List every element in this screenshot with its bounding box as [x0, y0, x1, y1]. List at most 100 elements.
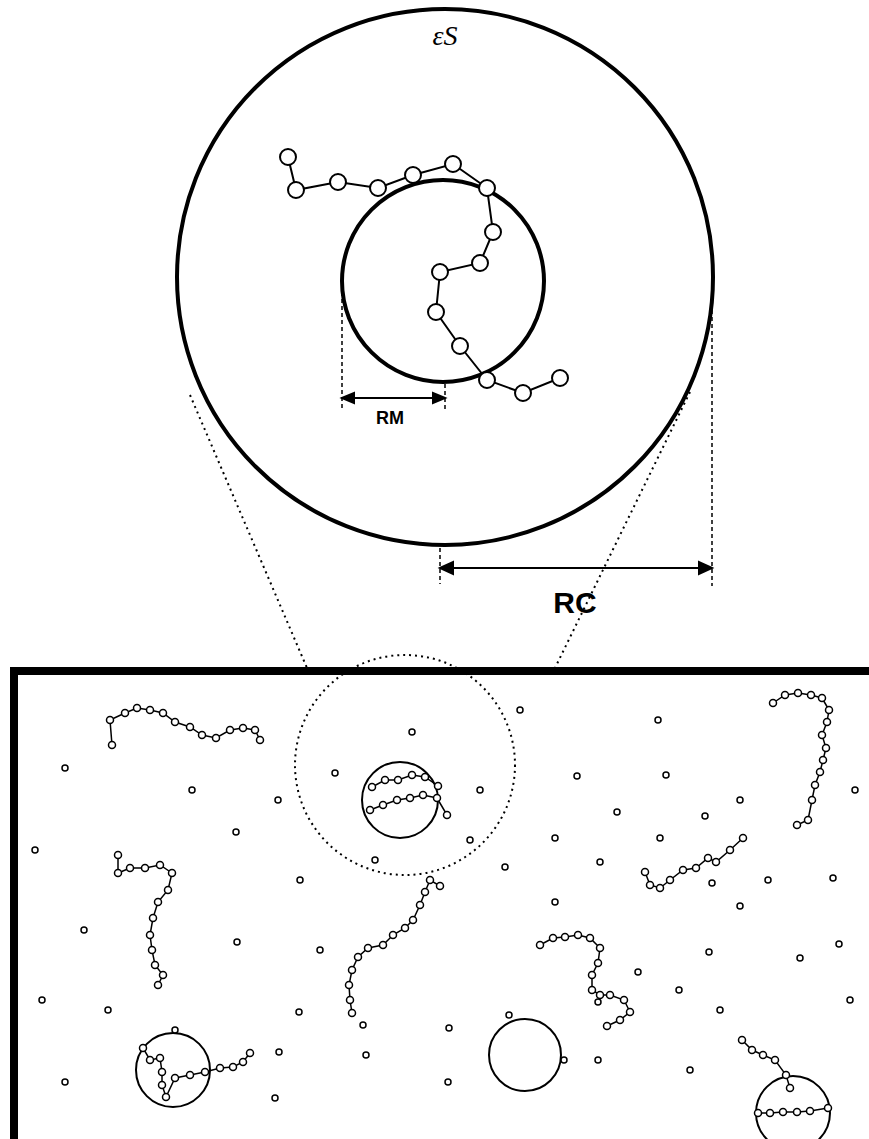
- chain-bond: [118, 855, 172, 985]
- solvent-particle: [517, 707, 523, 713]
- solvent-particle: [297, 877, 303, 883]
- monomer-bead: [349, 967, 356, 974]
- monomer-bead: [407, 795, 414, 802]
- monomer-bead: [409, 772, 416, 779]
- monomer-bead: [812, 782, 819, 789]
- solvent-particle: [717, 1007, 723, 1013]
- monomer-bead: [621, 997, 628, 1004]
- solvent-particle: [360, 1022, 366, 1028]
- monomer-bead: [187, 1072, 194, 1079]
- monomer-bead: [617, 1017, 624, 1024]
- monomer-bead: [552, 370, 568, 386]
- monomer-bead: [647, 882, 654, 889]
- dimension-arrow: [448, 567, 704, 569]
- monomer-bead: [515, 385, 531, 401]
- chain-bond: [742, 1040, 790, 1088]
- permittivity-label: εS: [432, 20, 457, 52]
- solvent-particle: [363, 1052, 369, 1058]
- solvent-particle: [574, 773, 580, 779]
- monomer-bead: [257, 737, 264, 744]
- monomer-bead: [727, 847, 734, 854]
- dimension-label: RM: [376, 408, 404, 429]
- monomer-bead: [288, 182, 304, 198]
- monomer-bead: [739, 1037, 746, 1044]
- solvent-particle: [657, 835, 663, 841]
- monomer-bead: [382, 777, 389, 784]
- monomer-bead: [479, 180, 495, 196]
- monomer-bead: [713, 859, 720, 866]
- solvent-particle: [272, 1095, 278, 1101]
- monomer-bead: [819, 732, 826, 739]
- chain-bond: [540, 935, 630, 1026]
- monomer-bead: [172, 1075, 179, 1082]
- monomer-bead: [428, 304, 444, 320]
- monomer-bead: [472, 255, 488, 271]
- monomer-bead: [410, 917, 417, 924]
- monomer-bead: [365, 945, 372, 952]
- monomer-bead: [230, 1064, 237, 1071]
- monomer-bead: [417, 902, 424, 909]
- monomer-bead: [740, 835, 747, 842]
- solvent-particle: [32, 847, 38, 853]
- monomer-bead: [597, 992, 604, 999]
- solvent-particle: [597, 859, 603, 865]
- dimension-arrow: [350, 397, 437, 399]
- monomer-bead: [562, 934, 569, 941]
- solvent-particle: [552, 835, 558, 841]
- monomer-bead: [107, 717, 114, 724]
- monomer-bead: [240, 725, 247, 732]
- solvent-particle: [81, 927, 87, 933]
- monomer-bead: [160, 710, 167, 717]
- solvent-particle: [172, 1027, 178, 1033]
- solvent-particle: [614, 809, 620, 815]
- monomer-bead: [149, 947, 156, 954]
- monomer-bead: [349, 1010, 356, 1017]
- micelle-sphere: [342, 180, 544, 382]
- monomer-bead: [794, 1109, 801, 1116]
- monomer-bead: [823, 745, 830, 752]
- solvent-particle: [765, 877, 771, 883]
- monomer-bead: [202, 1069, 209, 1076]
- monomer-bead: [627, 1009, 634, 1016]
- monomer-bead: [597, 945, 604, 952]
- monomer-bead: [782, 692, 789, 699]
- solvent-particle: [737, 903, 743, 909]
- monomer-bead: [122, 710, 129, 717]
- solvent-particle: [797, 955, 803, 961]
- monomer-bead: [367, 807, 374, 814]
- chain-bond: [143, 1048, 250, 1097]
- monomer-bead: [169, 870, 176, 877]
- solvent-particle: [189, 787, 195, 793]
- solvent-particle: [62, 765, 68, 771]
- monomer-bead: [157, 1055, 164, 1062]
- solvent-particle: [676, 987, 682, 993]
- arrow-head: [433, 393, 445, 403]
- solvent-and-chains: [32, 690, 858, 1117]
- chain-bond: [349, 880, 440, 1013]
- monomer-bead: [824, 719, 831, 726]
- chain-bond: [370, 795, 447, 815]
- monomer-bead: [160, 972, 167, 979]
- monomer-bead: [380, 942, 387, 949]
- monomer-bead: [370, 180, 386, 196]
- monomer-bead: [817, 769, 824, 776]
- zoom-line: [190, 395, 307, 668]
- monomer-bead: [134, 705, 141, 712]
- solvent-particle: [409, 729, 415, 735]
- monomer-bead: [589, 987, 596, 994]
- monomer-bead: [807, 1108, 814, 1115]
- monomer-bead: [252, 727, 259, 734]
- monomer-bead: [422, 774, 429, 781]
- monomer-bead: [150, 915, 157, 922]
- monomer-bead: [783, 1072, 790, 1079]
- monomer-bead: [159, 1069, 166, 1076]
- monomer-bead: [819, 695, 826, 702]
- monomer-bead: [199, 732, 206, 739]
- monomer-bead: [755, 1110, 762, 1117]
- chain-bond: [645, 838, 743, 888]
- solvent-particle: [446, 1025, 452, 1031]
- simulation-box: [14, 671, 869, 1139]
- monomer-bead: [607, 992, 614, 999]
- monomer-bead: [485, 224, 501, 240]
- monomer-bead: [147, 932, 154, 939]
